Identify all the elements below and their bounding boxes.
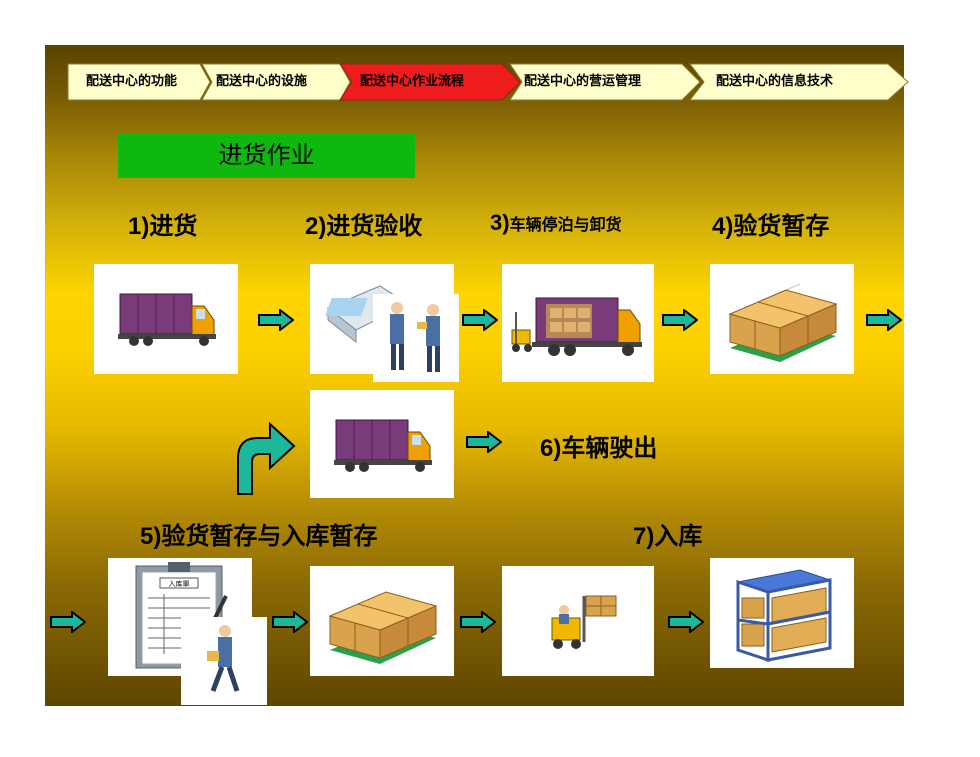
step-text: 进货: [149, 212, 198, 240]
step-6-label: 6)车辆驶出: [540, 428, 657, 463]
section-title: 进货作业: [118, 133, 415, 178]
right-arrow-icon: [662, 309, 698, 331]
turn-arrow-icon: [234, 418, 296, 496]
tab-operations[interactable]: 配送中心的营运管理: [509, 63, 701, 101]
tab-chevron-shape: [67, 63, 211, 101]
tab-label: 配送中心的设施: [216, 74, 308, 89]
truck-icon: [118, 293, 216, 346]
step-4-label: 4)验货暂存: [712, 206, 829, 241]
step-number: 3): [490, 210, 510, 235]
unloading-icon: [511, 297, 642, 356]
form-title: 入库單: [169, 579, 190, 588]
storage-rack-icon: [736, 569, 832, 663]
right-arrow-icon: [272, 611, 308, 633]
walking-worker-image: [181, 617, 267, 705]
tab-chevron-shape: [688, 63, 909, 101]
tab-label: 配送中心的信息技术: [716, 74, 834, 89]
step-text: 车辆停泊与卸货: [509, 215, 622, 234]
truck-image-1: [94, 264, 238, 374]
step-number: 2): [305, 213, 327, 240]
step-number: 7): [633, 523, 655, 550]
step-3-label: 3)车辆停泊与卸货: [490, 210, 622, 236]
step-number: 5): [140, 523, 162, 550]
tab-label: 配送中心的功能: [86, 74, 178, 89]
right-arrow-icon: [466, 431, 502, 453]
right-arrow-icon: [462, 309, 498, 331]
step-number: 6): [540, 435, 562, 462]
forklift-icon: [551, 595, 617, 649]
tab-chevron-shape: [509, 63, 701, 101]
right-arrow-icon: [866, 309, 902, 331]
step-text: 进货验收: [326, 212, 423, 240]
step-number: 4): [712, 213, 734, 240]
tab-chevron-shape: [339, 63, 521, 101]
pallet-stack-icon: [328, 591, 438, 664]
right-arrow-icon: [258, 309, 294, 331]
truck-image-2: [310, 390, 454, 498]
step-text: 验货暂存与入库暂存: [161, 522, 378, 550]
pallet-stack-image-1: [710, 264, 854, 374]
storage-rack-image: [710, 558, 854, 668]
tab-it[interactable]: 配送中心的信息技术: [688, 63, 912, 101]
tab-label: 配送中心作业流程: [360, 74, 465, 89]
tab-workflow[interactable]: 配送中心作业流程: [339, 63, 521, 101]
step-2-label: 2)进货验收: [305, 206, 422, 241]
step-number: 1): [128, 213, 150, 240]
truck-icon: [334, 419, 432, 472]
step-7-label: 7)入库: [633, 516, 702, 551]
forklift-image: [502, 566, 654, 676]
tab-facilities[interactable]: 配送中心的设施: [201, 63, 351, 101]
right-arrow-icon: [50, 611, 86, 633]
right-arrow-icon: [668, 611, 704, 633]
worker-icon: [207, 625, 240, 692]
step-5-label: 5)验货暂存与入库暂存: [140, 516, 377, 551]
pallet-stack-icon: [728, 283, 838, 362]
right-arrow-icon: [460, 611, 496, 633]
step-1-label: 1)进货: [128, 206, 197, 241]
unloading-image: [502, 264, 654, 382]
tab-label: 配送中心的营运管理: [524, 74, 642, 89]
pallet-stack-image-2: [310, 566, 454, 676]
tab-functions[interactable]: 配送中心的功能: [67, 63, 211, 101]
step-text: 入库: [654, 522, 703, 550]
step-text: 验货暂存: [733, 212, 830, 240]
workers-image: [373, 294, 459, 382]
worker-icon: [390, 302, 440, 372]
step-text: 车辆驶出: [561, 434, 658, 462]
